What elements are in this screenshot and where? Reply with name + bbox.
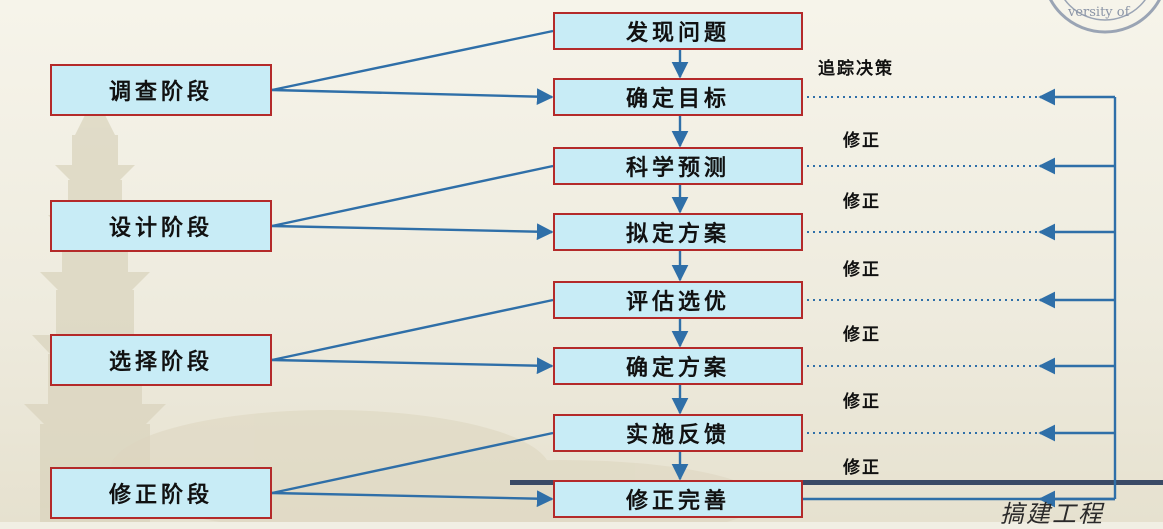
feedback-top-label: 追踪决策: [818, 59, 894, 79]
step-box-forecast: 科学预测: [553, 147, 803, 185]
step-label: 拟定方案: [625, 221, 730, 247]
stage-label: 修正阶段: [108, 482, 213, 508]
stage-box-selection: 选择阶段: [50, 334, 272, 386]
stage-link-line: [271, 29, 554, 92]
step-label: 发现问题: [625, 20, 730, 46]
stage-label: 调查阶段: [108, 79, 213, 105]
signature-watermark: 搞建工程: [1000, 500, 1104, 528]
correction-label: 修正: [843, 192, 881, 212]
stage-link-arrow: [271, 357, 554, 375]
stage-link-line: [271, 431, 554, 495]
stage-link-line: [271, 164, 554, 228]
step-label: 确定目标: [625, 86, 730, 112]
stage-link-arrow: [271, 88, 554, 106]
step-label: 确定方案: [625, 355, 730, 381]
seal-text: versity of: [1067, 5, 1131, 20]
stage-label: 选择阶段: [108, 349, 213, 375]
university-seal: versity of: [1049, 0, 1161, 34]
step-box-confirm-plan: 确定方案: [553, 347, 803, 385]
stage-box-design: 设计阶段: [50, 200, 272, 252]
step-label: 科学预测: [625, 155, 730, 181]
step-label: 实施反馈: [625, 422, 730, 448]
correction-label: 修正: [843, 325, 881, 345]
stage-link-arrow: [271, 223, 554, 241]
step-box-set-goal: 确定目标: [553, 78, 803, 116]
stage-box-investigation: 调查阶段: [50, 64, 272, 116]
correction-label: 修正: [843, 131, 881, 151]
step-box-implement-feedback: 实施反馈: [553, 414, 803, 452]
stage-box-correction: 修正阶段: [50, 467, 272, 519]
stage-link-line: [271, 298, 554, 362]
step-label: 评估选优: [625, 289, 730, 315]
correction-label: 修正: [843, 260, 881, 280]
correction-label: 修正: [843, 392, 881, 412]
step-label: 修正完善: [625, 488, 730, 514]
correction-label: 修正: [843, 458, 881, 478]
step-box-revise-improve: 修正完善: [553, 480, 803, 518]
step-box-draft-plan: 拟定方案: [553, 213, 803, 251]
stage-label: 设计阶段: [108, 215, 213, 241]
step-box-evaluate: 评估选优: [553, 281, 803, 319]
stage-link-arrow: [271, 490, 554, 508]
step-box-find-problem: 发现问题: [553, 12, 803, 50]
